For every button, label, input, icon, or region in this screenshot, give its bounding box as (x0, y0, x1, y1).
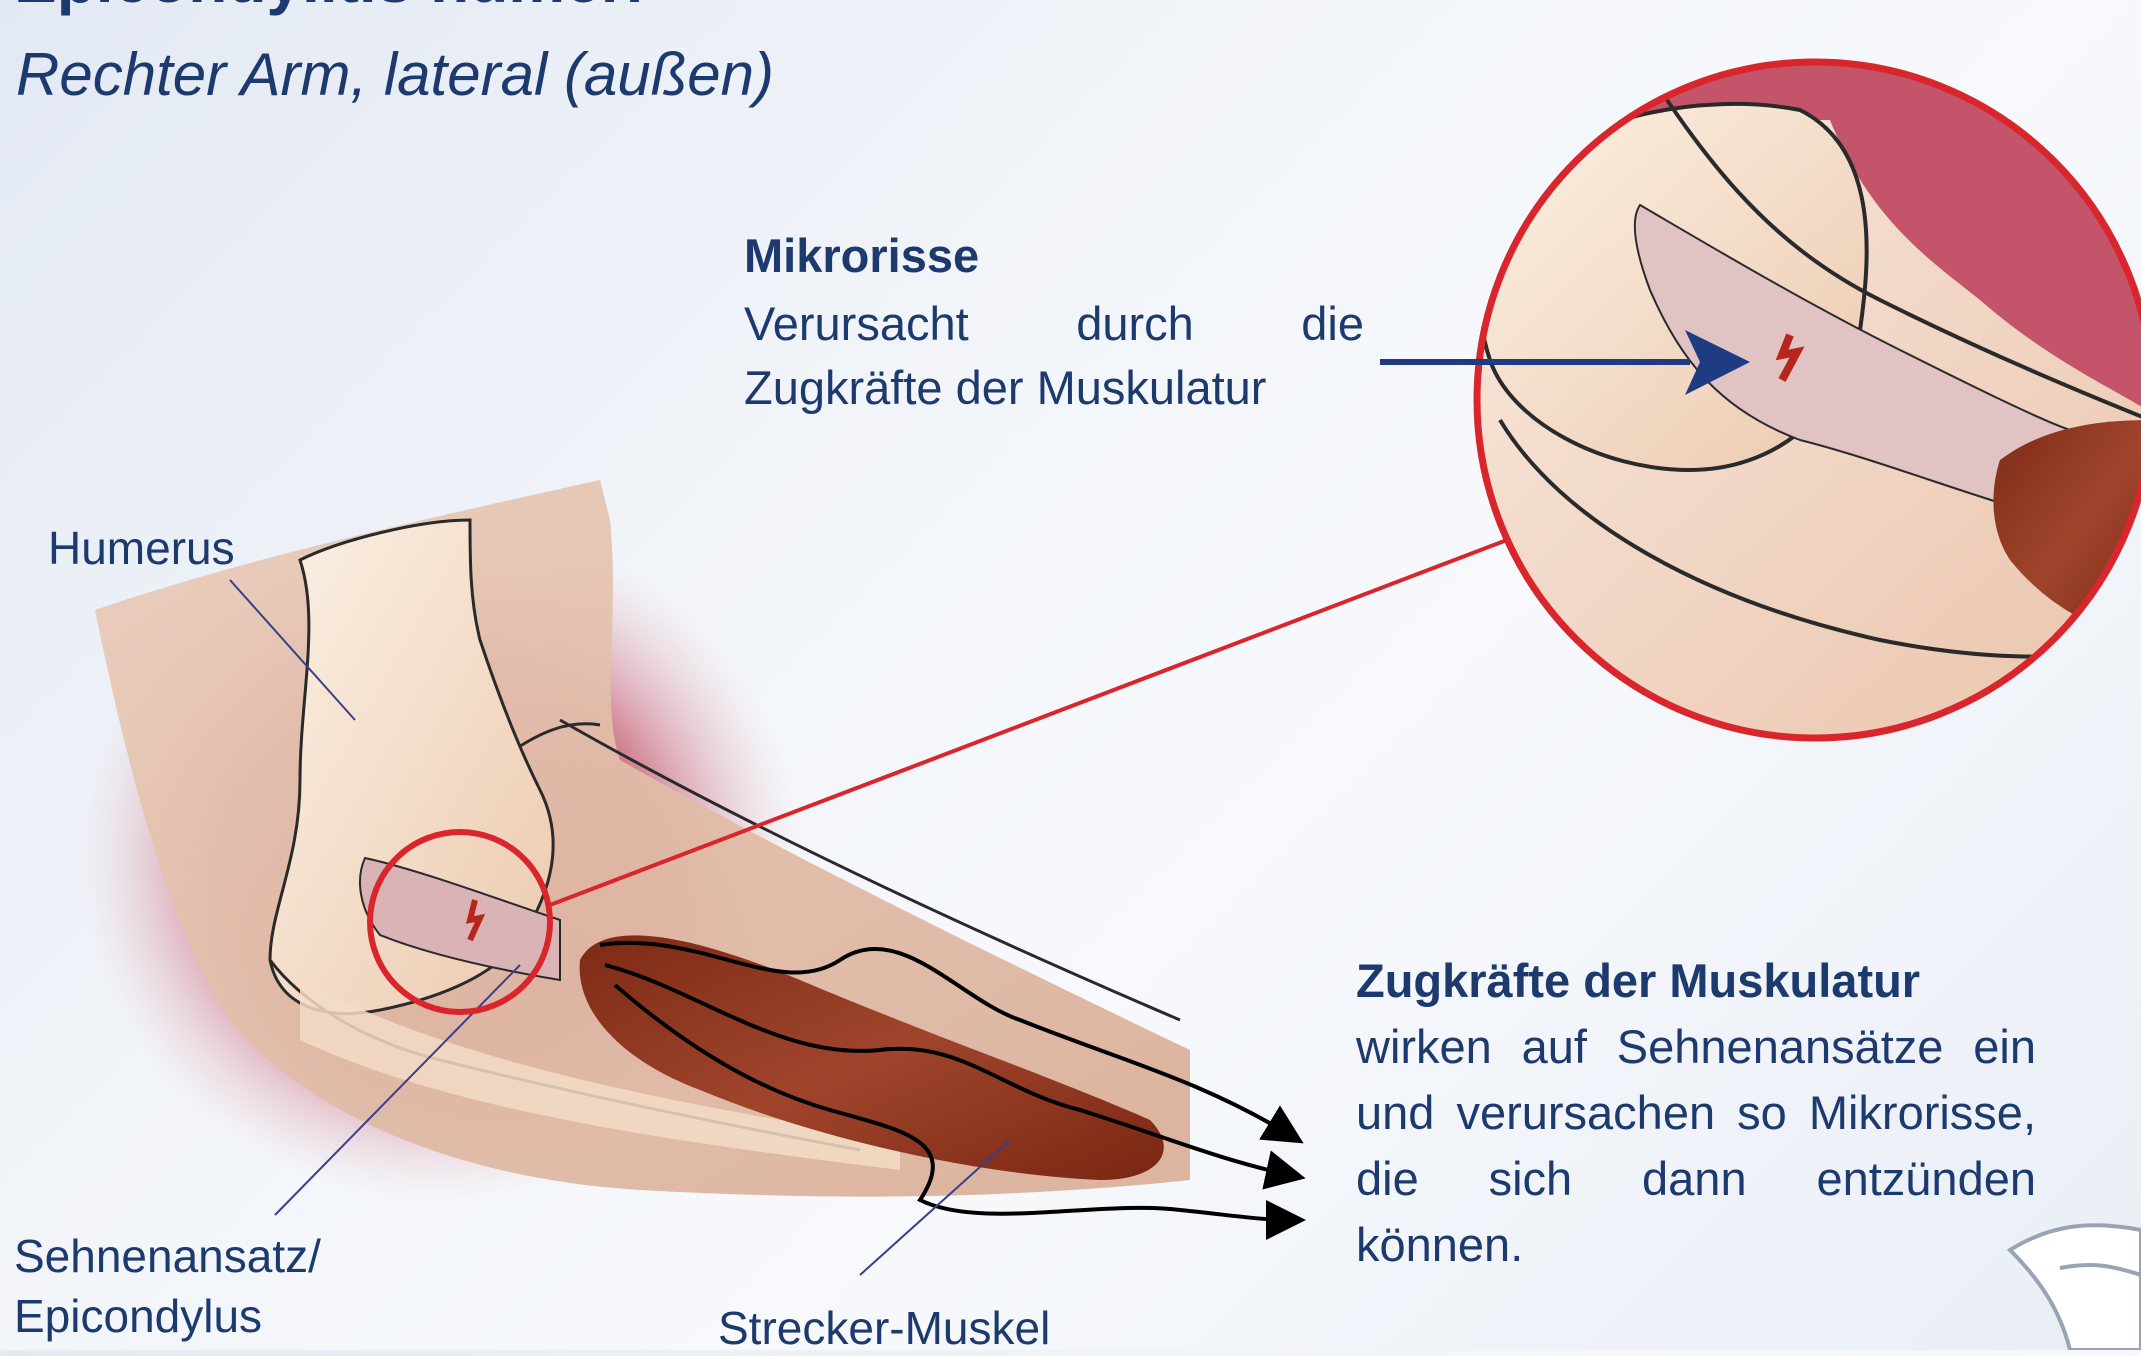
humerus-label: Humerus (48, 520, 235, 576)
tendon-label-line1: Sehnenansatz/ (14, 1230, 321, 1282)
extensor-muscle-label: Strecker-Muskel (718, 1300, 1050, 1356)
page-title: Epicondylitis humeri (14, 0, 643, 12)
tendon-label-line2: Epicondylus (14, 1290, 262, 1342)
microtear-description: Verursacht durch die Zugkräfte der Musku… (744, 292, 1364, 420)
tendon-label: Sehnenansatz/ Epicondylus (14, 1226, 321, 1346)
page-subtitle: Rechter Arm, lateral (außen) (16, 40, 774, 110)
muscle-forces-heading: Zugkräfte der Muskulatur (1356, 952, 1920, 1010)
microtear-heading: Mikrorisse (744, 228, 979, 284)
muscle-forces-description: wirken auf Sehnenansätze ein und verursa… (1356, 1014, 2036, 1278)
